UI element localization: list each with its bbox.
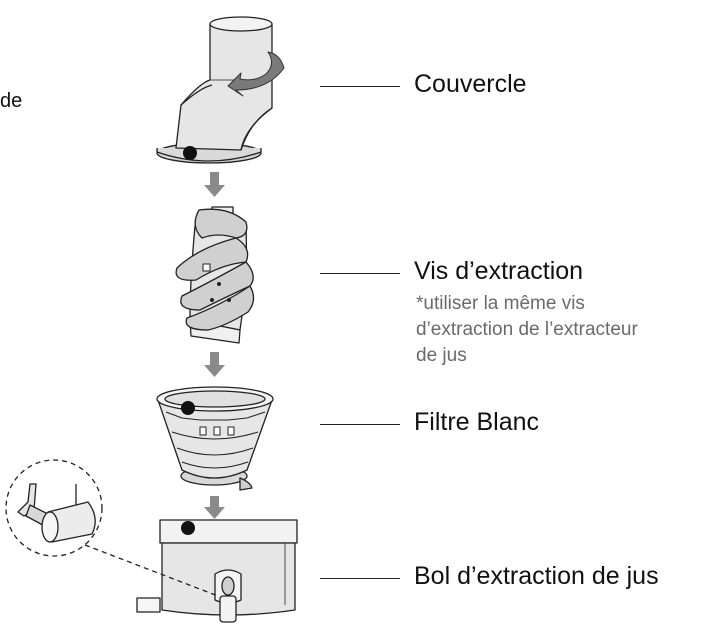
leader-line-couvercle (320, 86, 400, 87)
leader-line-vis (320, 273, 400, 274)
down-arrow-icon (204, 172, 225, 197)
strainer-illustration (156, 386, 274, 491)
zoom-callout (5, 459, 103, 557)
label-filtre-blanc: Filtre Blanc (414, 408, 540, 436)
label-bol-extraction: Bol d’extraction de jus (414, 562, 659, 590)
alignment-dot-bowl (181, 521, 195, 535)
bowl-illustration (136, 519, 298, 623)
clipped-left-text: de (0, 90, 23, 112)
leader-line-filtre (320, 424, 400, 425)
down-arrow-icon (204, 352, 225, 377)
rotate-arrow-icon (227, 51, 285, 97)
label-vis-extraction: Vis d’extraction (414, 257, 584, 285)
auger-illustration (175, 206, 255, 344)
label-couvercle: Couvercle (414, 70, 527, 98)
alignment-dot-lid (183, 146, 197, 160)
alignment-dot-filter (181, 401, 195, 415)
note-line-2: d’extraction de l’extracteur (416, 319, 638, 340)
leader-line-bol (320, 578, 400, 579)
note-line-1: *utiliser la même vis (416, 293, 585, 314)
callout-connector (84, 544, 219, 597)
lid-illustration (156, 16, 273, 164)
down-arrow-icon (204, 496, 225, 519)
note-line-3: de jus (416, 345, 467, 366)
